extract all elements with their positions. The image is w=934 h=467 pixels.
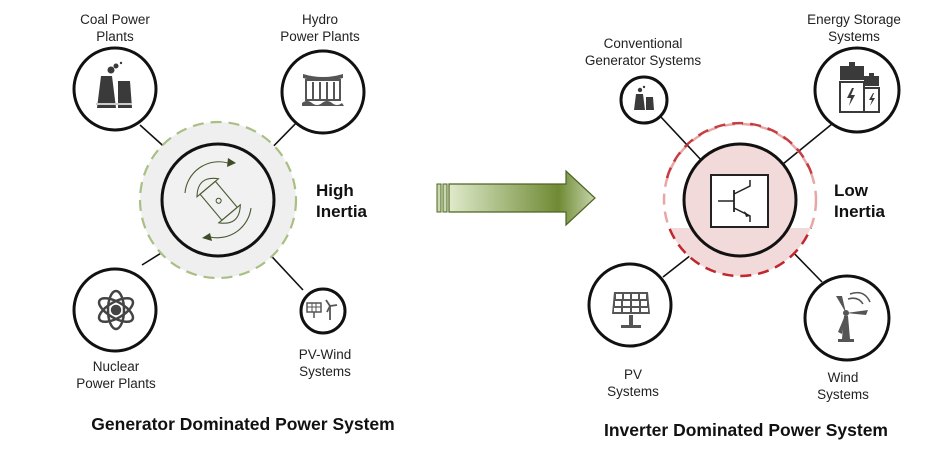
right-arrow-icon <box>436 169 596 227</box>
node-coal <box>72 46 158 132</box>
label-line: Wind <box>827 370 859 385</box>
label-line: Systems <box>828 29 880 44</box>
label-line: Energy Storage <box>807 12 901 27</box>
hydro-dam-icon <box>302 74 344 106</box>
wind-turbine-icon <box>836 291 871 342</box>
label-line: Inertia <box>316 202 368 221</box>
label-line: Nuclear <box>92 359 140 374</box>
label-pv: PV Systems <box>607 366 659 400</box>
node-pvwind <box>299 287 347 335</box>
label-line: PV-Wind <box>298 347 352 362</box>
node-hydro <box>280 49 366 135</box>
node-storage <box>813 46 901 134</box>
generator-hub <box>160 142 276 258</box>
label-line: Plants <box>96 29 134 44</box>
right-panel-title: Inverter Dominated Power System <box>604 420 888 440</box>
rotating-mass-icon <box>184 158 252 241</box>
label-hydro: Hydro Power Plants <box>280 11 360 45</box>
left-panel <box>72 46 366 353</box>
left-panel-title: Generator Dominated Power System <box>91 414 395 434</box>
label-line: Inertia <box>834 202 886 221</box>
label-line: Coal Power <box>80 12 150 27</box>
label-line: PV <box>623 367 643 382</box>
label-line: Systems <box>607 384 659 399</box>
solar-panel-icon <box>612 292 650 328</box>
solar-wind-icon <box>306 299 338 320</box>
inertia-halo <box>662 122 818 278</box>
label-storage: Energy Storage Systems <box>807 11 901 45</box>
high-inertia-label: High Inertia <box>316 180 367 222</box>
node-conventional <box>619 75 669 125</box>
label-coal: Coal Power Plants <box>80 11 150 45</box>
label-wind: Wind Systems <box>817 369 869 403</box>
label-nuclear: Nuclear Power Plants <box>76 358 156 392</box>
label-line: Power Plants <box>280 29 360 44</box>
coal-plant-icon <box>96 61 132 108</box>
connector-conventional <box>659 115 704 163</box>
label-line: Systems <box>817 387 869 402</box>
label-line: Hydro <box>301 12 339 27</box>
right-panel <box>587 46 901 362</box>
atom-icon <box>97 289 135 331</box>
label-pvwind: PV-Wind Systems <box>299 346 352 380</box>
coal-plant-icon <box>634 85 654 110</box>
label-line: High <box>316 181 354 200</box>
transistor-icon <box>710 174 769 228</box>
label-line: Generator Systems <box>584 53 702 68</box>
label-line: Conventional <box>603 36 683 51</box>
label-line: Systems <box>299 364 351 379</box>
label-line: Low <box>834 181 868 200</box>
label-conventional: Conventional Generator Systems <box>585 35 701 69</box>
low-inertia-label: Low Inertia <box>834 180 885 222</box>
label-line: Power Plants <box>76 376 156 391</box>
battery-icon <box>839 62 880 113</box>
